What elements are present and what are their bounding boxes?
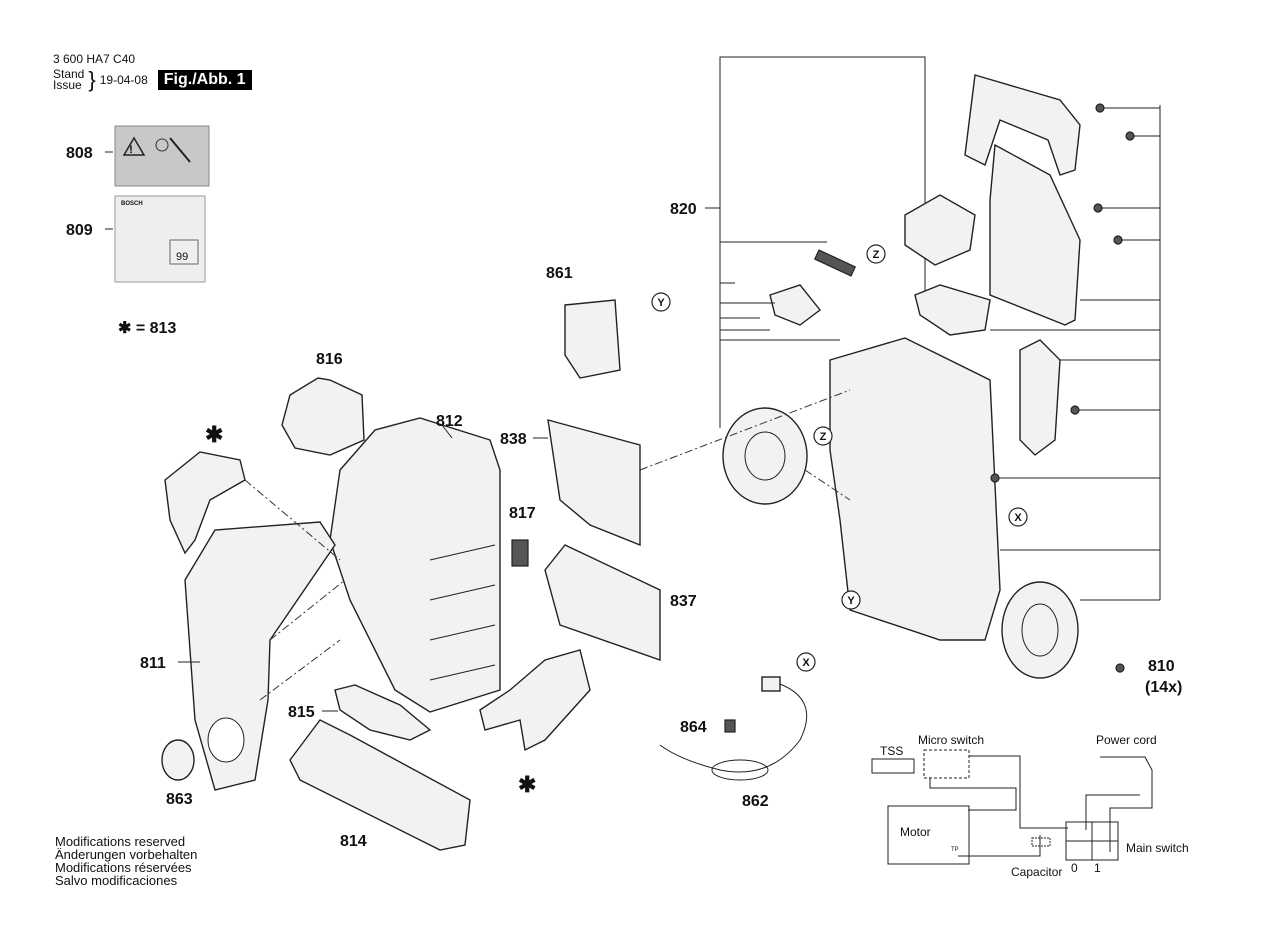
part-handle <box>964 74 1081 176</box>
figure-badge: Fig./Abb. 1 <box>157 70 252 90</box>
part-814-base <box>289 719 471 851</box>
label-864: 864 <box>680 719 707 736</box>
label-811: 811 <box>140 655 166 672</box>
part-hose-holder <box>904 194 976 266</box>
part-837 <box>544 544 661 661</box>
star-legend-813: ✱ = 813 <box>118 320 176 337</box>
label-817: 817 <box>509 505 536 522</box>
part-switch-lever <box>769 284 821 326</box>
part-cord-holder <box>914 284 991 336</box>
type-plate-809 <box>114 195 206 283</box>
svg-text:!: ! <box>129 144 133 156</box>
wiring-pos-1: 1 <box>1094 861 1101 875</box>
footer-line: Modifications réservées <box>55 860 192 875</box>
part-accessory-holder <box>1019 339 1061 456</box>
wheel-left <box>722 407 808 505</box>
star-marker: ✱ <box>518 772 536 797</box>
star-marker: ✱ <box>205 422 223 447</box>
label-808: 808 <box>66 145 93 162</box>
warning-triangle-icon <box>122 136 146 156</box>
part-813-bottom <box>479 649 591 752</box>
stand-label: Stand <box>53 67 85 81</box>
svg-text:Z: Z <box>873 249 880 261</box>
wiring-tp-label: TP <box>951 847 959 853</box>
part-862-switch <box>761 676 781 692</box>
type-plate-brand: BOSCH <box>121 201 143 207</box>
label-810-quantity: (14x) <box>1145 679 1182 696</box>
type-plate-number: 99 <box>176 251 188 263</box>
marker-x <box>1008 507 1028 527</box>
wheel-right <box>1001 581 1079 679</box>
part-frame <box>829 337 1001 641</box>
part-863-knob <box>161 739 195 781</box>
spring <box>813 249 857 277</box>
marker-y <box>841 590 861 610</box>
label-837: 837 <box>670 593 697 610</box>
wiring-main-switch-label: Main switch <box>1126 841 1189 855</box>
wiring-power-cord-label: Power cord <box>1096 733 1157 747</box>
label-809: 809 <box>66 222 93 239</box>
document-header: 3 600 HA7 C40 Stand Issue } 19-04-08 Fig… <box>53 52 252 91</box>
prohibited-icon <box>169 137 191 163</box>
svg-text:Z: Z <box>820 431 827 443</box>
person-icon <box>155 138 169 152</box>
label-820: 820 <box>670 201 697 218</box>
label-862: 862 <box>742 793 769 810</box>
wiring-motor-label: Motor <box>900 825 931 839</box>
part-816 <box>281 377 365 456</box>
marker-z <box>866 244 886 264</box>
label-863: 863 <box>166 791 193 808</box>
warning-label-808 <box>114 125 210 187</box>
part-864 <box>724 719 736 733</box>
part-838 <box>547 419 641 547</box>
label-815: 815 <box>288 704 315 721</box>
marker-y <box>651 292 671 312</box>
svg-text:Y: Y <box>657 297 665 309</box>
footer-line: Änderungen vorbehalten <box>55 847 198 862</box>
part-812-housing <box>329 417 501 713</box>
part-817 <box>511 539 529 567</box>
wiring-capacitor-label: Capacitor <box>1011 865 1062 879</box>
wiring-micro-switch-label: Micro switch <box>918 733 984 747</box>
svg-text:X: X <box>802 657 810 669</box>
label-812: 812 <box>436 413 463 430</box>
wiring-diagram: TSS Micro switch Power cord Motor TP Cap… <box>871 733 1189 879</box>
marker-z <box>813 426 833 446</box>
footer-line: Salvo modificaciones <box>55 873 178 888</box>
part-862-cord <box>659 683 808 773</box>
housing-ribs <box>429 544 496 681</box>
wiring-pos-0: 0 <box>1071 861 1078 875</box>
part-861 <box>564 299 621 379</box>
label-861: 861 <box>546 265 573 282</box>
issue-label: Issue <box>53 78 82 92</box>
svg-text:X: X <box>1014 512 1022 524</box>
marker-x <box>796 652 816 672</box>
svg-text:Y: Y <box>847 595 855 607</box>
label-816: 816 <box>316 351 343 368</box>
label-838: 838 <box>500 431 527 448</box>
footer-line: Modifications reserved <box>55 834 186 849</box>
label-810: 810 <box>1148 658 1175 675</box>
part-813-top <box>164 451 246 555</box>
doc-number: 3 600 HA7 C40 <box>53 52 136 66</box>
label-814: 814 <box>340 833 367 850</box>
footer-notes: Modifications reserved Änderungen vorbeh… <box>55 835 197 887</box>
part-handle-frame <box>989 143 1081 326</box>
part-815 <box>334 684 432 741</box>
wiring-tss-label: TSS <box>880 744 903 758</box>
issue-date: 19-04-08 <box>99 73 148 87</box>
